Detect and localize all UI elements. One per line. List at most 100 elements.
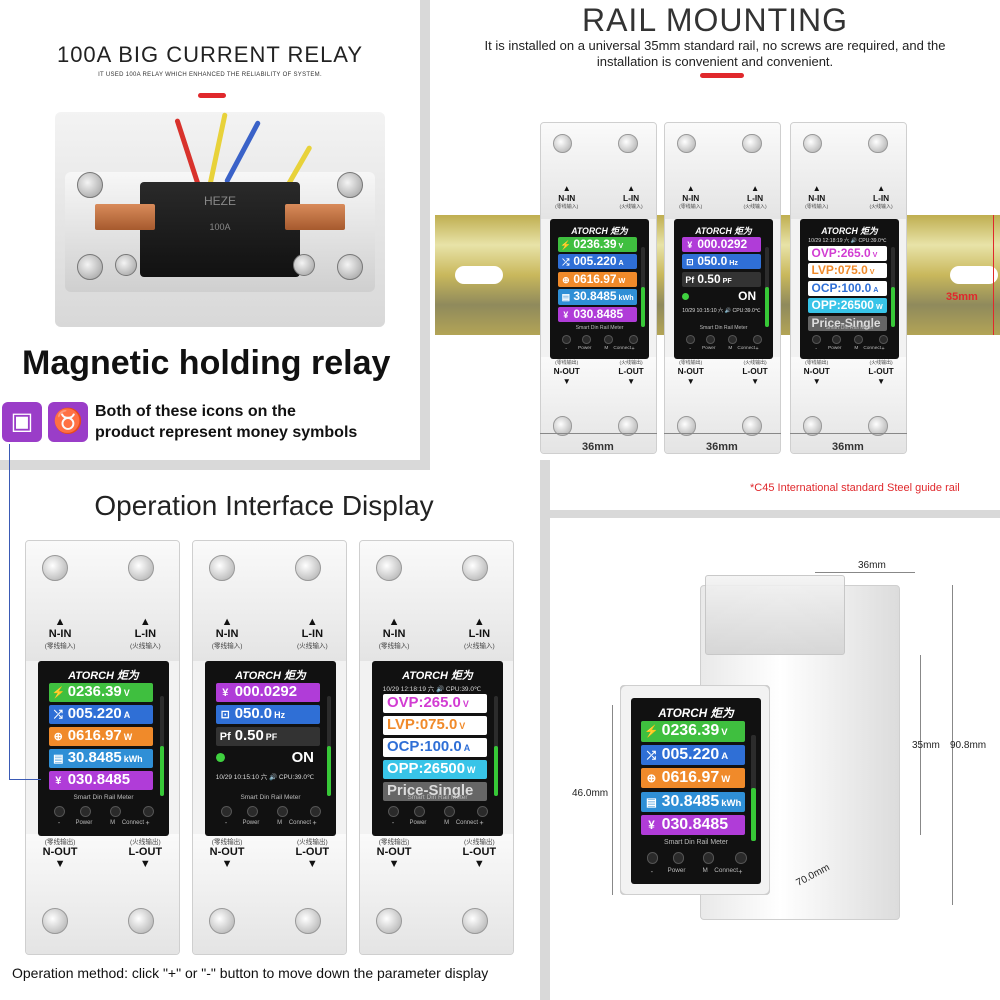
n-in-cn: (零线输入): [378, 642, 410, 650]
screw-icon: [41, 908, 68, 935]
button-label: -: [565, 345, 568, 352]
plus-button[interactable]: [628, 334, 638, 344]
n-in-label: ▲N-IN(零线输入): [798, 183, 835, 210]
money-square-icon: ▣: [2, 402, 42, 442]
minus-button[interactable]: [686, 334, 695, 344]
minus-button[interactable]: [388, 805, 399, 817]
reading-row: ¥030.8485: [48, 770, 153, 790]
l-in-text: L-IN: [301, 627, 324, 640]
power-button[interactable]: [831, 334, 841, 344]
reading-row: ¥030.8485: [558, 306, 637, 323]
button-label: Power: [828, 345, 842, 351]
plus-button[interactable]: [309, 805, 321, 817]
screw-icon: [41, 554, 68, 581]
reading-icon: ¥: [563, 309, 569, 320]
mode-button[interactable]: [110, 805, 121, 817]
meter-model: Smart Din Rail Meter: [73, 793, 134, 801]
meter-top-terminal: ▲N-IN(零线输入)▲L-IN(火线输入): [791, 123, 906, 220]
power-button[interactable]: [672, 852, 685, 864]
power-button[interactable]: [80, 805, 91, 817]
l-in-text: L-IN: [468, 627, 491, 640]
mode-button[interactable]: [702, 852, 715, 864]
screw-icon: [676, 416, 697, 437]
money-bag-icon: ♉: [48, 402, 88, 442]
relay-heading: Magnetic holding relay: [22, 344, 391, 382]
reading-row: ¥030.8485: [641, 814, 746, 836]
reading-value: 0.50: [697, 271, 721, 286]
screw-icon: [868, 133, 888, 154]
n-in-label: ▲N-IN(零线输入): [369, 616, 419, 650]
rail-height-label: 35mm: [946, 291, 978, 303]
reading-value: OPP:26500: [811, 298, 874, 313]
mode-button[interactable]: [604, 334, 614, 344]
screw-icon: [618, 416, 638, 437]
reading-value: 000.0292: [697, 236, 748, 251]
minus-button[interactable]: [54, 805, 65, 817]
plus-button[interactable]: [476, 805, 488, 817]
power-button[interactable]: [581, 334, 591, 344]
mode-button[interactable]: [277, 805, 288, 817]
minus-button[interactable]: [562, 334, 571, 344]
minus-button[interactable]: [646, 852, 659, 864]
reading-icon: ⊕: [562, 274, 570, 285]
screw-icon: [802, 133, 823, 154]
mode-button[interactable]: [854, 334, 864, 344]
l-out-cn: (火线输出): [296, 839, 328, 847]
minus-button[interactable]: [221, 805, 232, 817]
relay-panel: 100A BIG CURRENT RELAY IT USED 100A RELA…: [0, 0, 420, 460]
terminal-right: [285, 204, 345, 230]
rail-slot: [950, 266, 998, 284]
n-out-label: (零线输出)N-OUT▼: [366, 836, 422, 870]
plus-button[interactable]: [142, 805, 154, 817]
reading-unit: V: [462, 699, 469, 710]
screw-icon: [295, 554, 322, 581]
reading-value: 0616.97: [573, 271, 617, 286]
n-out-text: N-OUT: [677, 365, 704, 376]
level-bar: [765, 247, 769, 327]
relay-subtitle: IT USED 100A RELAY WHICH ENHANCED THE RE…: [98, 72, 322, 78]
plus-button[interactable]: [752, 334, 762, 344]
mode-button[interactable]: [444, 805, 455, 817]
level-bar-fill: [641, 286, 645, 327]
reading-value: LVP:075.0: [386, 716, 458, 734]
button-label: +: [145, 819, 150, 827]
rail-subtitle: It is installed on a universal 35mm stan…: [430, 38, 1000, 70]
n-in-label: ▲N-IN(零线输入): [35, 616, 85, 650]
screw-icon: [375, 908, 402, 935]
reading-icon: Pf: [685, 274, 695, 285]
power-button[interactable]: [247, 805, 258, 817]
button-label: M: [110, 819, 116, 826]
n-out-cn: (零线输出): [679, 359, 703, 366]
reading-value: 0.50: [234, 727, 264, 745]
din-rail-meter: ▲N-IN(零线输入)▲L-IN(火线输入)(零线输出)N-OUT▼(火线输出)…: [540, 122, 657, 454]
l-in-cn: (火线输入): [296, 642, 328, 650]
mode-button[interactable]: [728, 334, 738, 344]
reading-unit: Hz: [274, 710, 286, 721]
button-label: +: [479, 819, 484, 827]
divider: [550, 510, 1000, 518]
plus-button[interactable]: [735, 852, 747, 864]
screw-icon: [462, 908, 489, 935]
reading-icon: ▤: [561, 292, 570, 303]
minus-button[interactable]: [812, 334, 821, 344]
reading-value: OCP:100.0: [386, 738, 462, 756]
l-in-label: ▲L-IN(火线输入): [611, 183, 651, 210]
power-button[interactable]: [705, 334, 715, 344]
power-button[interactable]: [414, 805, 425, 817]
reading-value: 030.8485: [67, 770, 131, 788]
plus-button[interactable]: [878, 334, 888, 344]
reading-value: 0236.39: [67, 683, 122, 701]
l-in-cn: (火线输入): [619, 203, 643, 210]
money-note-line: product represent money symbols: [95, 424, 358, 441]
operation-footer: Operation method: click "+" or "-" butto…: [12, 965, 489, 981]
